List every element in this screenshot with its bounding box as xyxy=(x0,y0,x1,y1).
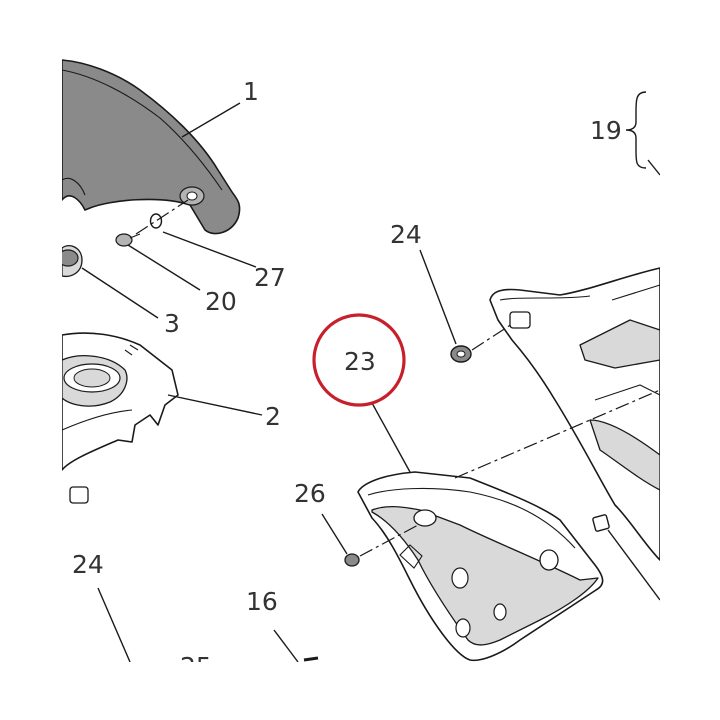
callout-23: 23 xyxy=(344,347,376,376)
bottom-margin xyxy=(0,662,720,720)
callout-27: 27 xyxy=(254,263,286,292)
callout-1: 1 xyxy=(243,77,259,106)
part-3-ring[interactable] xyxy=(57,245,83,278)
callout-24-upper: 24 xyxy=(390,220,422,249)
leader-27 xyxy=(162,231,257,268)
leader-2 xyxy=(167,394,263,416)
callout-2: 2 xyxy=(265,402,281,431)
axis-line-4 xyxy=(454,389,661,479)
part-16-fragment xyxy=(303,656,319,662)
callout-3: 3 xyxy=(164,309,180,338)
leader-3 xyxy=(81,267,159,319)
left-margin xyxy=(0,0,62,720)
leader-26 xyxy=(321,513,348,555)
part-27-washer[interactable] xyxy=(149,213,163,229)
leader-23 xyxy=(371,402,411,473)
axis-line-3 xyxy=(359,523,421,557)
clip-part[interactable] xyxy=(592,514,610,532)
callout-16: 16 xyxy=(246,587,278,616)
callout-20: 20 xyxy=(205,287,237,316)
part-1-cover[interactable] xyxy=(61,59,241,235)
part-23-panel[interactable] xyxy=(357,471,604,662)
brace-19 xyxy=(625,91,647,169)
leader-20 xyxy=(127,244,201,291)
part-20-screw[interactable] xyxy=(115,233,141,247)
frame-upper-assembly[interactable] xyxy=(489,267,661,561)
part-26-nut[interactable] xyxy=(344,553,360,567)
leader-16 xyxy=(273,629,299,663)
callout-24-lower: 24 xyxy=(72,550,104,579)
leader-clip xyxy=(607,529,661,601)
part-24-nut-upper[interactable] xyxy=(450,345,472,363)
callout-19: 19 xyxy=(590,116,622,145)
leader-19 xyxy=(647,159,661,176)
right-margin xyxy=(660,0,720,720)
axis-line-2 xyxy=(471,323,513,351)
part-2-housing[interactable] xyxy=(61,332,179,504)
axis-line-1 xyxy=(135,199,189,235)
leader-1 xyxy=(181,102,241,138)
leader-24-upper xyxy=(419,249,457,345)
callout-26: 26 xyxy=(294,479,326,508)
highlight-circle xyxy=(312,313,406,407)
leader-24-lower xyxy=(97,587,131,663)
